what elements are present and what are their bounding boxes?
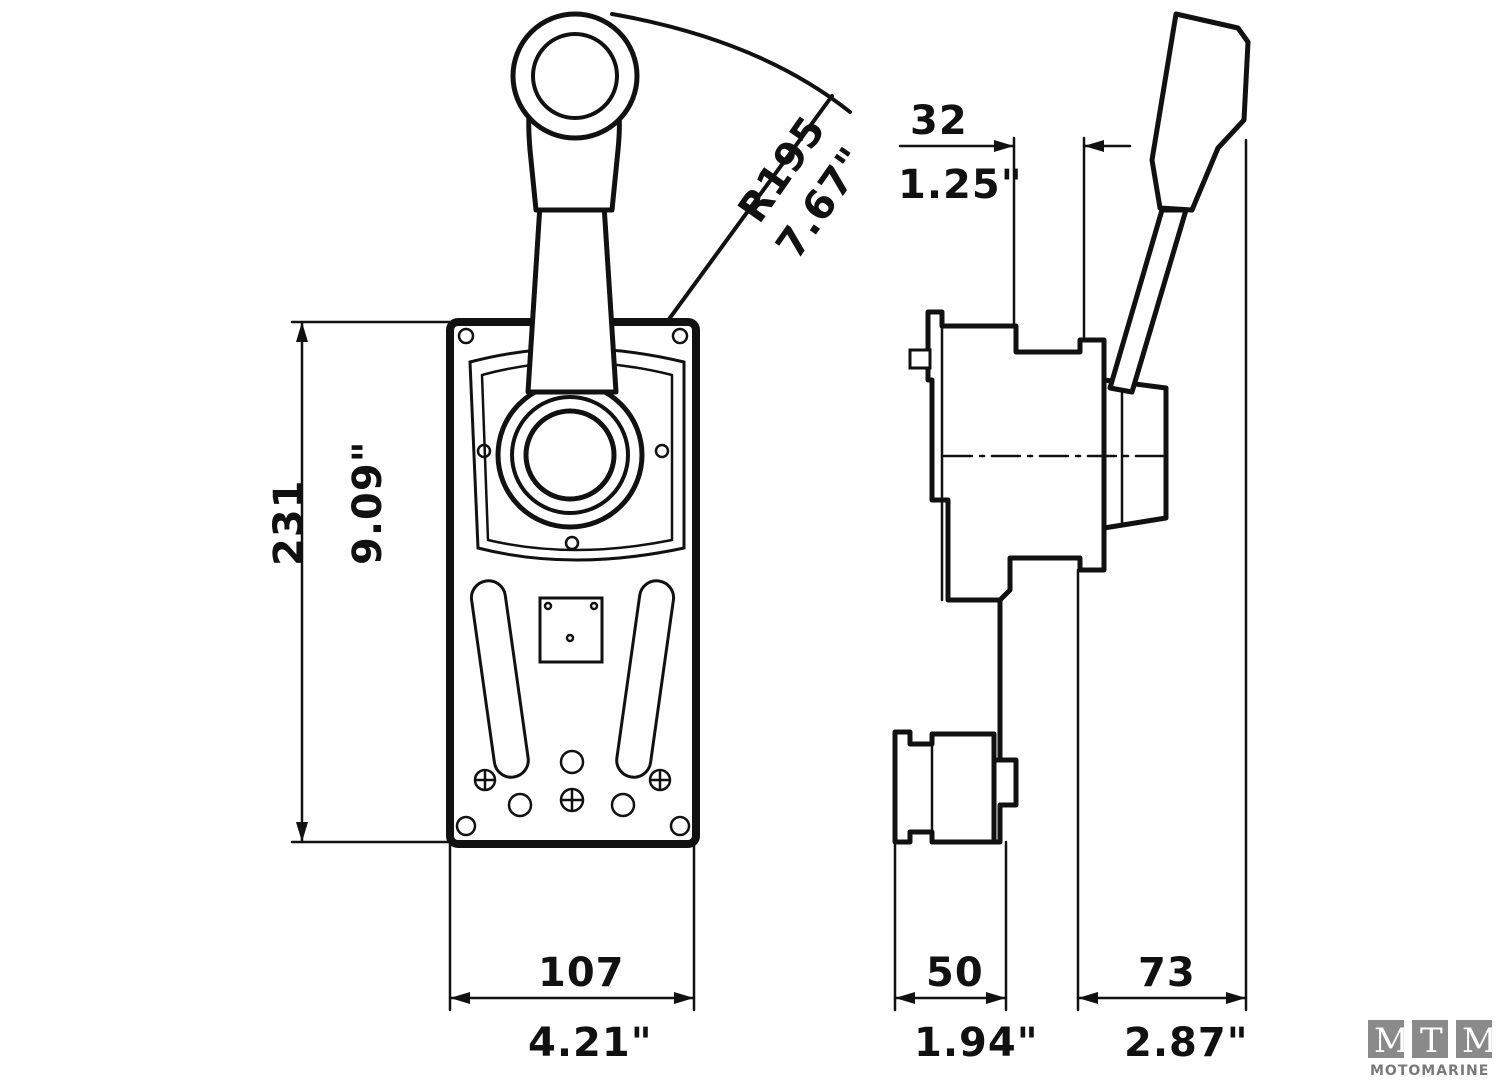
offset-in-label: 1.25" bbox=[898, 162, 1023, 208]
side-view bbox=[892, 11, 1251, 1012]
side-lower-foot bbox=[892, 729, 997, 845]
width-in-label: 4.21" bbox=[528, 1020, 653, 1066]
side-lever-grip bbox=[1149, 11, 1251, 213]
lever-hub-inner bbox=[523, 408, 617, 502]
width-dimension bbox=[448, 842, 696, 1012]
screw-right bbox=[648, 768, 672, 792]
height-dimension bbox=[290, 320, 452, 844]
lever-depth-dimension bbox=[1076, 138, 1248, 1012]
logo-letter-1: M bbox=[1374, 1021, 1409, 1061]
screw-center bbox=[559, 787, 585, 813]
lever-depth-mm-label: 73 bbox=[1138, 950, 1196, 996]
height-mm-label: 231 bbox=[266, 480, 312, 567]
base-depth-in-label: 1.94" bbox=[914, 1020, 1039, 1066]
side-mount-body bbox=[925, 309, 1107, 845]
offset-mm-label: 32 bbox=[910, 98, 968, 144]
radius-arc bbox=[610, 12, 852, 114]
base-depth-dimension bbox=[893, 840, 1008, 1012]
slot-right bbox=[615, 579, 676, 779]
screw-left bbox=[473, 768, 497, 792]
logo-subtitle: MOTOMARINE bbox=[1370, 1063, 1489, 1079]
offset-dimension bbox=[898, 136, 1132, 342]
side-lever bbox=[1107, 207, 1189, 395]
lever-depth-in-label: 2.87" bbox=[1124, 1020, 1249, 1066]
slot-left bbox=[469, 579, 530, 779]
base-depth-mm-label: 50 bbox=[926, 950, 984, 996]
logo-letter-3: M bbox=[1462, 1021, 1497, 1061]
height-in-label: 9.09" bbox=[345, 440, 391, 565]
brand-logo: M T M MOTOMARINE bbox=[1368, 1020, 1497, 1079]
front-view bbox=[290, 11, 852, 1012]
logo-letter-2: T bbox=[1420, 1021, 1443, 1061]
width-mm-label: 107 bbox=[538, 950, 625, 996]
lever-arm bbox=[525, 202, 619, 395]
